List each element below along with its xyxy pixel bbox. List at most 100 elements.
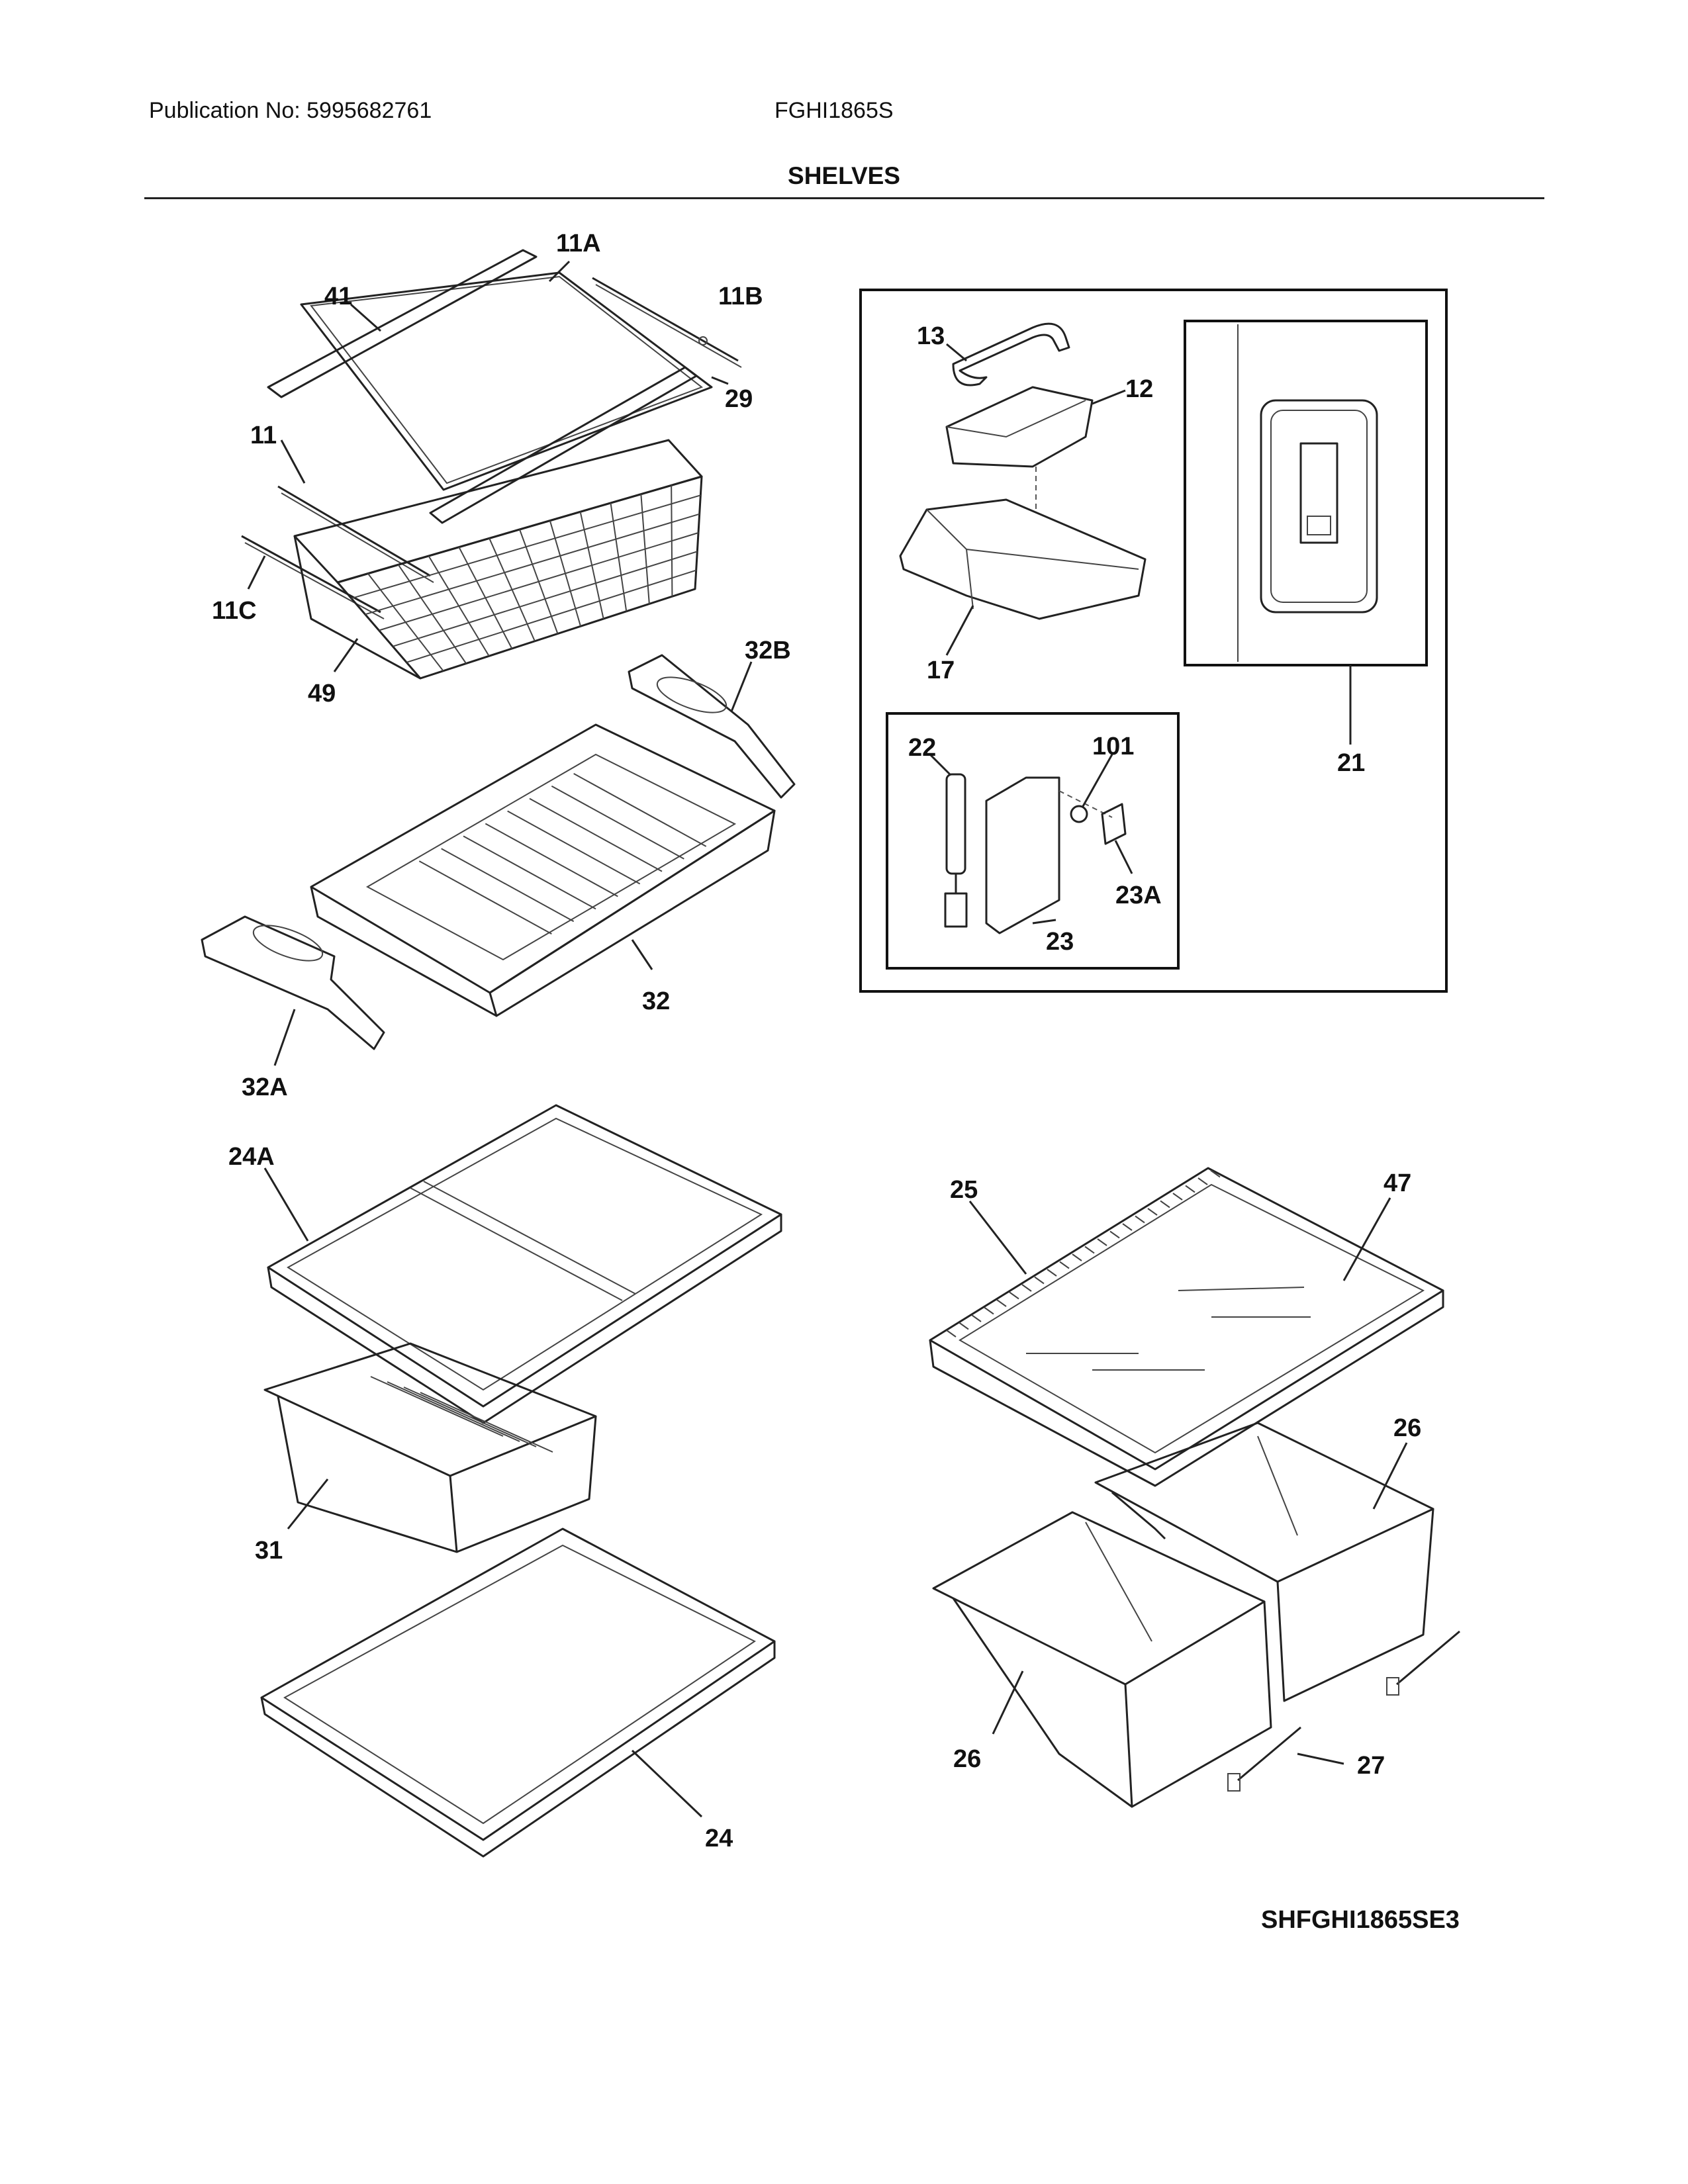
callout-labels: 41 11A 11B 29 11 11C 49 32B 32 32A 13 12… xyxy=(212,230,1421,1852)
drawing-stroke xyxy=(971,1314,982,1322)
figure-id: SHFGHI1865SE3 xyxy=(1261,1906,1460,1934)
drawing-stroke xyxy=(1084,1246,1095,1254)
part-humidity-control-25 xyxy=(946,1169,1221,1338)
drawing-stroke xyxy=(463,835,596,910)
drawing-stroke xyxy=(1072,1253,1082,1261)
drawing-stroke xyxy=(1034,1276,1045,1285)
callout-26-upper: 26 xyxy=(1393,1414,1421,1442)
part-clip-23a xyxy=(1101,803,1127,845)
drawing-stroke xyxy=(441,848,575,923)
callout-31: 31 xyxy=(255,1537,283,1565)
drawing-stroke xyxy=(1160,1200,1170,1208)
part-rail-11 xyxy=(277,485,434,583)
publication-number: Publication No: 5995682761 xyxy=(149,98,432,123)
callout-23: 23 xyxy=(1046,928,1074,956)
drawing-stroke xyxy=(551,785,684,860)
part-drawer-32 xyxy=(310,723,776,1017)
drawing-stroke xyxy=(946,1330,957,1338)
part-slide-32a xyxy=(201,915,385,1050)
part-screw-101 xyxy=(1070,805,1088,823)
part-rail-11c xyxy=(241,535,385,619)
drawing-stroke xyxy=(1185,1185,1196,1193)
callout-24: 24 xyxy=(705,1825,733,1852)
callout-26-lower: 26 xyxy=(953,1745,981,1773)
callout-29: 29 xyxy=(725,385,753,413)
drawing-stroke xyxy=(418,860,552,934)
drawing-stroke xyxy=(573,773,707,847)
part-bin-26-lower xyxy=(932,1511,1272,1808)
drawing-stroke xyxy=(379,532,699,631)
drawing-stroke xyxy=(420,1392,553,1453)
part-trim-41 xyxy=(267,249,538,398)
header-rule xyxy=(144,197,1544,199)
callout-47: 47 xyxy=(1383,1169,1411,1197)
part-cover-23 xyxy=(985,776,1113,934)
part-slide-32b xyxy=(628,654,796,799)
callout-21: 21 xyxy=(1337,749,1365,777)
callout-13: 13 xyxy=(917,322,945,350)
drawing-stroke xyxy=(1109,1230,1120,1239)
callout-11b: 11B xyxy=(718,283,763,310)
callout-11: 11 xyxy=(250,422,277,449)
drawing-stroke xyxy=(1172,1193,1183,1201)
callout-32: 32 xyxy=(642,987,670,1015)
detail-box-22 xyxy=(886,712,1180,970)
drawing-stroke xyxy=(387,1381,520,1442)
drawing-stroke xyxy=(507,810,641,885)
drawing-stroke xyxy=(1147,1208,1158,1216)
part-rail-11b xyxy=(592,277,742,368)
drawing-stroke xyxy=(406,569,696,663)
callout-49: 49 xyxy=(308,680,336,707)
drawing-stroke xyxy=(959,1322,969,1330)
part-handle-13 xyxy=(952,322,1070,387)
part-rail-27 xyxy=(1227,1630,1460,1792)
part-tray-17 xyxy=(899,498,1147,620)
drawing-stroke xyxy=(1097,1238,1107,1246)
callout-23a: 23A xyxy=(1115,882,1162,909)
callout-32b: 32B xyxy=(745,637,791,664)
callout-27: 27 xyxy=(1357,1752,1385,1780)
detail-box-21 xyxy=(1184,320,1428,666)
drawing-stroke xyxy=(529,797,663,872)
part-glass-shelf-11a xyxy=(300,271,713,491)
part-pan-31 xyxy=(263,1342,597,1553)
part-shelf-47 xyxy=(929,1167,1444,1487)
callout-41: 41 xyxy=(324,283,352,310)
drawing-stroke xyxy=(403,1387,537,1447)
drawing-stroke xyxy=(370,1376,504,1437)
part-wire-basket-49 xyxy=(293,439,703,680)
part-bin-26-upper xyxy=(1094,1422,1434,1702)
drawing-stroke xyxy=(393,551,698,647)
callout-32a: 32A xyxy=(242,1073,288,1101)
part-light-cover-21 xyxy=(1237,324,1378,745)
callout-25: 25 xyxy=(950,1176,978,1204)
section-title: SHELVES xyxy=(788,162,900,189)
drawing-stroke xyxy=(996,1299,1007,1307)
drawing-stroke xyxy=(1059,1261,1070,1269)
part-trim-29 xyxy=(429,366,698,524)
leader-lines xyxy=(247,260,1408,1818)
callout-22: 22 xyxy=(908,734,936,762)
drawing-stroke xyxy=(1047,1269,1057,1277)
drawing-stroke xyxy=(1197,1177,1208,1185)
callout-17: 17 xyxy=(927,657,955,684)
drawing-stroke xyxy=(1021,1284,1032,1292)
part-shelf-24a xyxy=(267,1104,782,1424)
drawing-stroke xyxy=(485,823,618,897)
drawing-stroke xyxy=(1122,1223,1133,1231)
callout-12: 12 xyxy=(1125,375,1153,403)
part-housing-12 xyxy=(945,386,1094,510)
drawing-stroke xyxy=(351,494,701,600)
drawing-stroke xyxy=(1210,1169,1221,1178)
callout-24a: 24A xyxy=(228,1143,275,1171)
callout-101: 101 xyxy=(1092,733,1134,760)
drawing-stroke xyxy=(1135,1215,1145,1224)
part-shelf-24 xyxy=(260,1527,776,1858)
drawing-stroke xyxy=(365,513,700,615)
callout-11a: 11A xyxy=(556,230,601,257)
part-sensor-22 xyxy=(944,773,968,928)
drawing-stroke xyxy=(1009,1291,1019,1300)
drawing-stroke xyxy=(984,1306,994,1315)
